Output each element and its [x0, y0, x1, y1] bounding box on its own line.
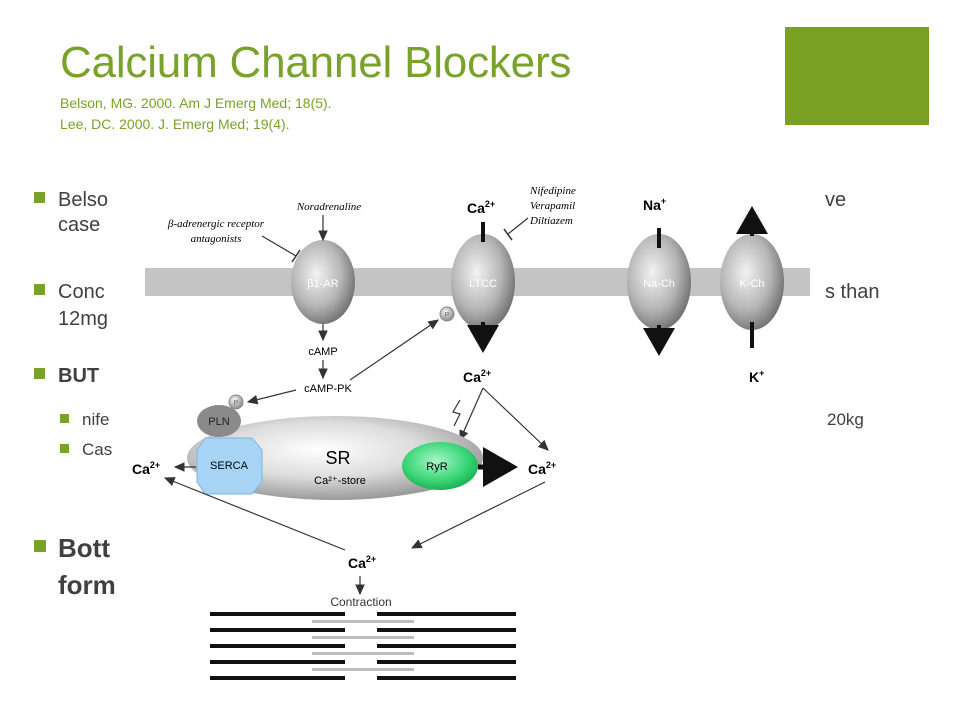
verapamil-label: Verapamil	[530, 200, 575, 212]
phosphate-ltcc	[439, 306, 455, 322]
bullet-2-right: s than	[825, 281, 880, 303]
sub-bullet-marker	[60, 444, 69, 453]
contraction-label: Contraction	[330, 595, 391, 609]
k-ion-label: K+	[749, 368, 764, 385]
beta-antagonist-label-2: antagonists	[191, 233, 242, 245]
pk-to-pln-arrow	[246, 389, 297, 405]
sarcomere-filaments	[210, 612, 516, 682]
reference-2: Lee, DC. 2000. J. Emerg Med; 19(4).	[60, 116, 290, 132]
phosphate-ltcc-label: P	[445, 312, 450, 319]
na-ion-label: Na+	[643, 196, 666, 213]
inhibit-line	[261, 235, 297, 257]
ca-store-label: Ca²⁺-store	[314, 475, 366, 487]
k-channel-label: K-Ch	[739, 278, 764, 290]
ltcc-label: LTCC	[469, 278, 497, 290]
ca-to-right-arrow	[482, 387, 549, 451]
noradrenaline-label: Noradrenaline	[296, 201, 361, 213]
pln-label: PLN	[208, 416, 229, 428]
ccb-inhibit-bar	[503, 228, 513, 241]
bullet-2-line2: 12mg	[58, 308, 109, 330]
bullet-1-right: ve	[825, 189, 847, 211]
reference-1: Belson, MG. 2000. Am J Emerg Med; 18(5).	[60, 95, 332, 111]
serca-label: SERCA	[210, 460, 249, 472]
ca-right-label: Ca2+	[528, 460, 556, 477]
bullet-4: Bott	[34, 533, 110, 564]
sub-bullet-2: Cas	[60, 440, 112, 460]
ca-right-to-bottom-arrow	[410, 481, 546, 549]
ryr-receptor	[402, 442, 478, 490]
sub-bullet-marker	[60, 414, 69, 423]
bullet-marker	[34, 540, 46, 552]
ltcc-channel	[451, 234, 515, 330]
phosphate-pln-label: P	[234, 400, 239, 407]
bullet-2: Conc	[34, 281, 105, 304]
sr-label: SR	[325, 448, 350, 468]
na-channel-label: Na-Ch	[643, 278, 675, 290]
pln-protein	[197, 405, 241, 437]
ccb-inhibit-line	[507, 217, 529, 235]
camp-pk-label: cAMP-PK	[304, 383, 352, 395]
bullet-1-line2: case	[58, 214, 101, 236]
camp-label: cAMP	[308, 346, 337, 358]
lightning-icon	[452, 399, 461, 427]
diltiazem-label: Diltiazem	[529, 215, 573, 227]
bullet-1: Belso	[34, 189, 108, 212]
bullet-marker	[34, 368, 45, 379]
ca-left-label: Ca2+	[132, 460, 160, 477]
ca-to-ryr-arrow	[459, 387, 484, 442]
bullet-marker	[34, 284, 45, 295]
k-channel	[720, 234, 784, 330]
beta1-ar-receptor	[291, 240, 355, 324]
ca-ltcc-top: Ca2+	[467, 199, 495, 216]
ca-bottom-label: Ca2+	[348, 554, 376, 571]
pk-to-ltcc-arrow	[349, 319, 439, 381]
ryr-label: RyR	[426, 461, 447, 473]
bullet-3: BUT	[34, 365, 99, 388]
sub-bullet-1-right: 20kg	[827, 410, 864, 429]
ca-bottom-to-left-arrow	[163, 477, 346, 551]
slide-title: Calcium Channel Blockers	[60, 38, 572, 87]
accent-block	[785, 27, 929, 125]
nifedipine-label: Nifedipine	[529, 185, 576, 197]
beta-antagonist-label-1: β-adrenergic receptor	[167, 218, 265, 230]
beta1-ar-label: β1-AR	[307, 278, 338, 290]
bullet-marker	[34, 192, 45, 203]
serca-pump	[196, 437, 263, 495]
bullet-4-line2: form	[58, 570, 116, 600]
sub-bullet-1: nife	[60, 410, 109, 430]
ca-ltcc-below: Ca2+	[463, 368, 491, 385]
inhibit-bar	[291, 249, 301, 263]
na-channel	[627, 234, 691, 330]
phosphate-pln	[228, 394, 244, 410]
